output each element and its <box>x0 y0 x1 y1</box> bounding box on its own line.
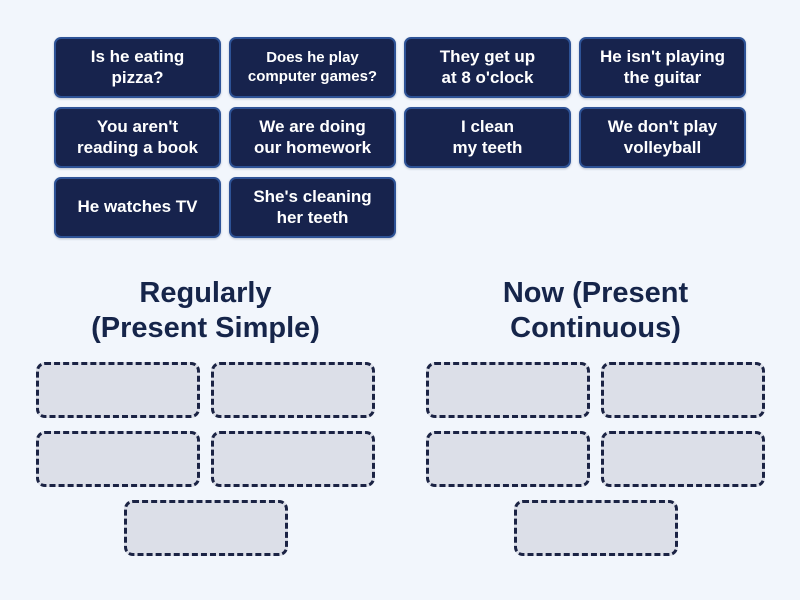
word-card[interactable]: I clean my teeth <box>404 107 571 168</box>
drop-slot[interactable] <box>36 431 200 488</box>
drop-slot[interactable] <box>123 500 288 557</box>
drop-slot[interactable] <box>211 431 375 488</box>
word-card[interactable]: She's cleaning her teeth <box>229 177 396 238</box>
word-card[interactable]: He watches TV <box>54 177 221 238</box>
word-card[interactable]: Does he play computer games? <box>229 37 396 98</box>
drop-slot[interactable] <box>601 431 765 488</box>
group-present-continuous: Now (Present Continuous) <box>426 276 765 557</box>
card-row: Is he eating pizza? Does he play compute… <box>54 37 746 98</box>
word-card[interactable]: Is he eating pizza? <box>54 37 221 98</box>
drop-slot[interactable] <box>601 362 765 419</box>
drop-slot[interactable] <box>426 362 590 419</box>
word-card[interactable]: You aren't reading a book <box>54 107 221 168</box>
group-present-simple: Regularly (Present Simple) <box>36 276 375 557</box>
card-row: You aren't reading a book We are doing o… <box>54 107 746 168</box>
slots-grid <box>36 362 375 557</box>
group-title: Regularly (Present Simple) <box>91 277 320 345</box>
word-card[interactable]: We don't play volleyball <box>579 107 746 168</box>
cards-tray: Is he eating pizza? Does he play compute… <box>54 37 746 238</box>
word-card[interactable]: He isn't playing the guitar <box>579 37 746 98</box>
drop-slot[interactable] <box>426 431 590 488</box>
word-card[interactable]: They get up at 8 o'clock <box>404 37 571 98</box>
card-row: He watches TV She's cleaning her teeth <box>54 177 746 238</box>
slots-grid <box>426 362 765 557</box>
drop-slot[interactable] <box>513 500 678 557</box>
drop-slot[interactable] <box>36 362 200 419</box>
word-card[interactable]: We are doing our homework <box>229 107 396 168</box>
group-title: Now (Present Continuous) <box>502 277 689 345</box>
drop-slot[interactable] <box>211 362 375 419</box>
